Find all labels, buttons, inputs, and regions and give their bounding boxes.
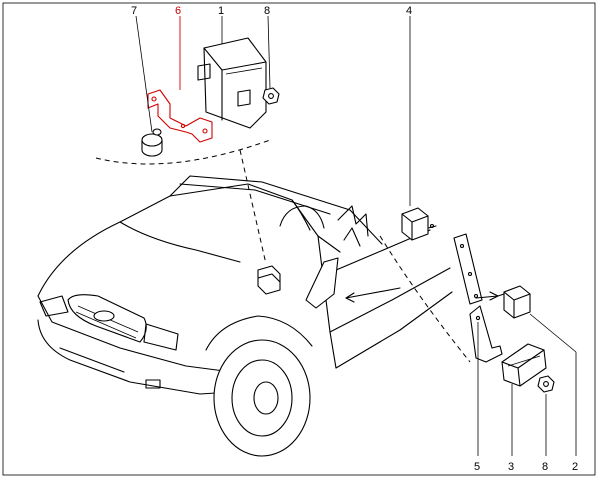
detail-outline-right [379,235,471,363]
brand-emblem [93,310,115,322]
callout-6: 6 [175,5,181,17]
relay-part-2 [497,285,531,319]
callout-8-top: 8 [264,5,270,17]
nut-part-8-bottom [537,375,555,393]
relay-part-4 [401,207,437,241]
control-module-part-3 [501,343,547,387]
callout-3: 3 [508,461,514,473]
rubber-bushing-part-7 [141,128,163,157]
mounting-bracket-part-6 [147,89,213,143]
control-unit-part-1 [197,37,267,129]
callout-5: 5 [474,461,480,473]
callout-2: 2 [572,461,578,473]
nut-part-8-top [262,87,280,105]
bracket-part-5 [469,305,503,363]
callout-4: 4 [406,5,412,17]
side-mirror [305,257,339,309]
diagram-border [2,2,596,476]
detail-leader-top [239,149,267,265]
detail-outline-top [95,139,271,165]
pillar-panel [453,233,499,305]
front-wheel [213,339,311,457]
callout-7: 7 [131,5,137,17]
callout-1: 1 [218,5,224,17]
vehicle-body [37,175,453,457]
callout-8-bottom: 8 [542,461,548,473]
